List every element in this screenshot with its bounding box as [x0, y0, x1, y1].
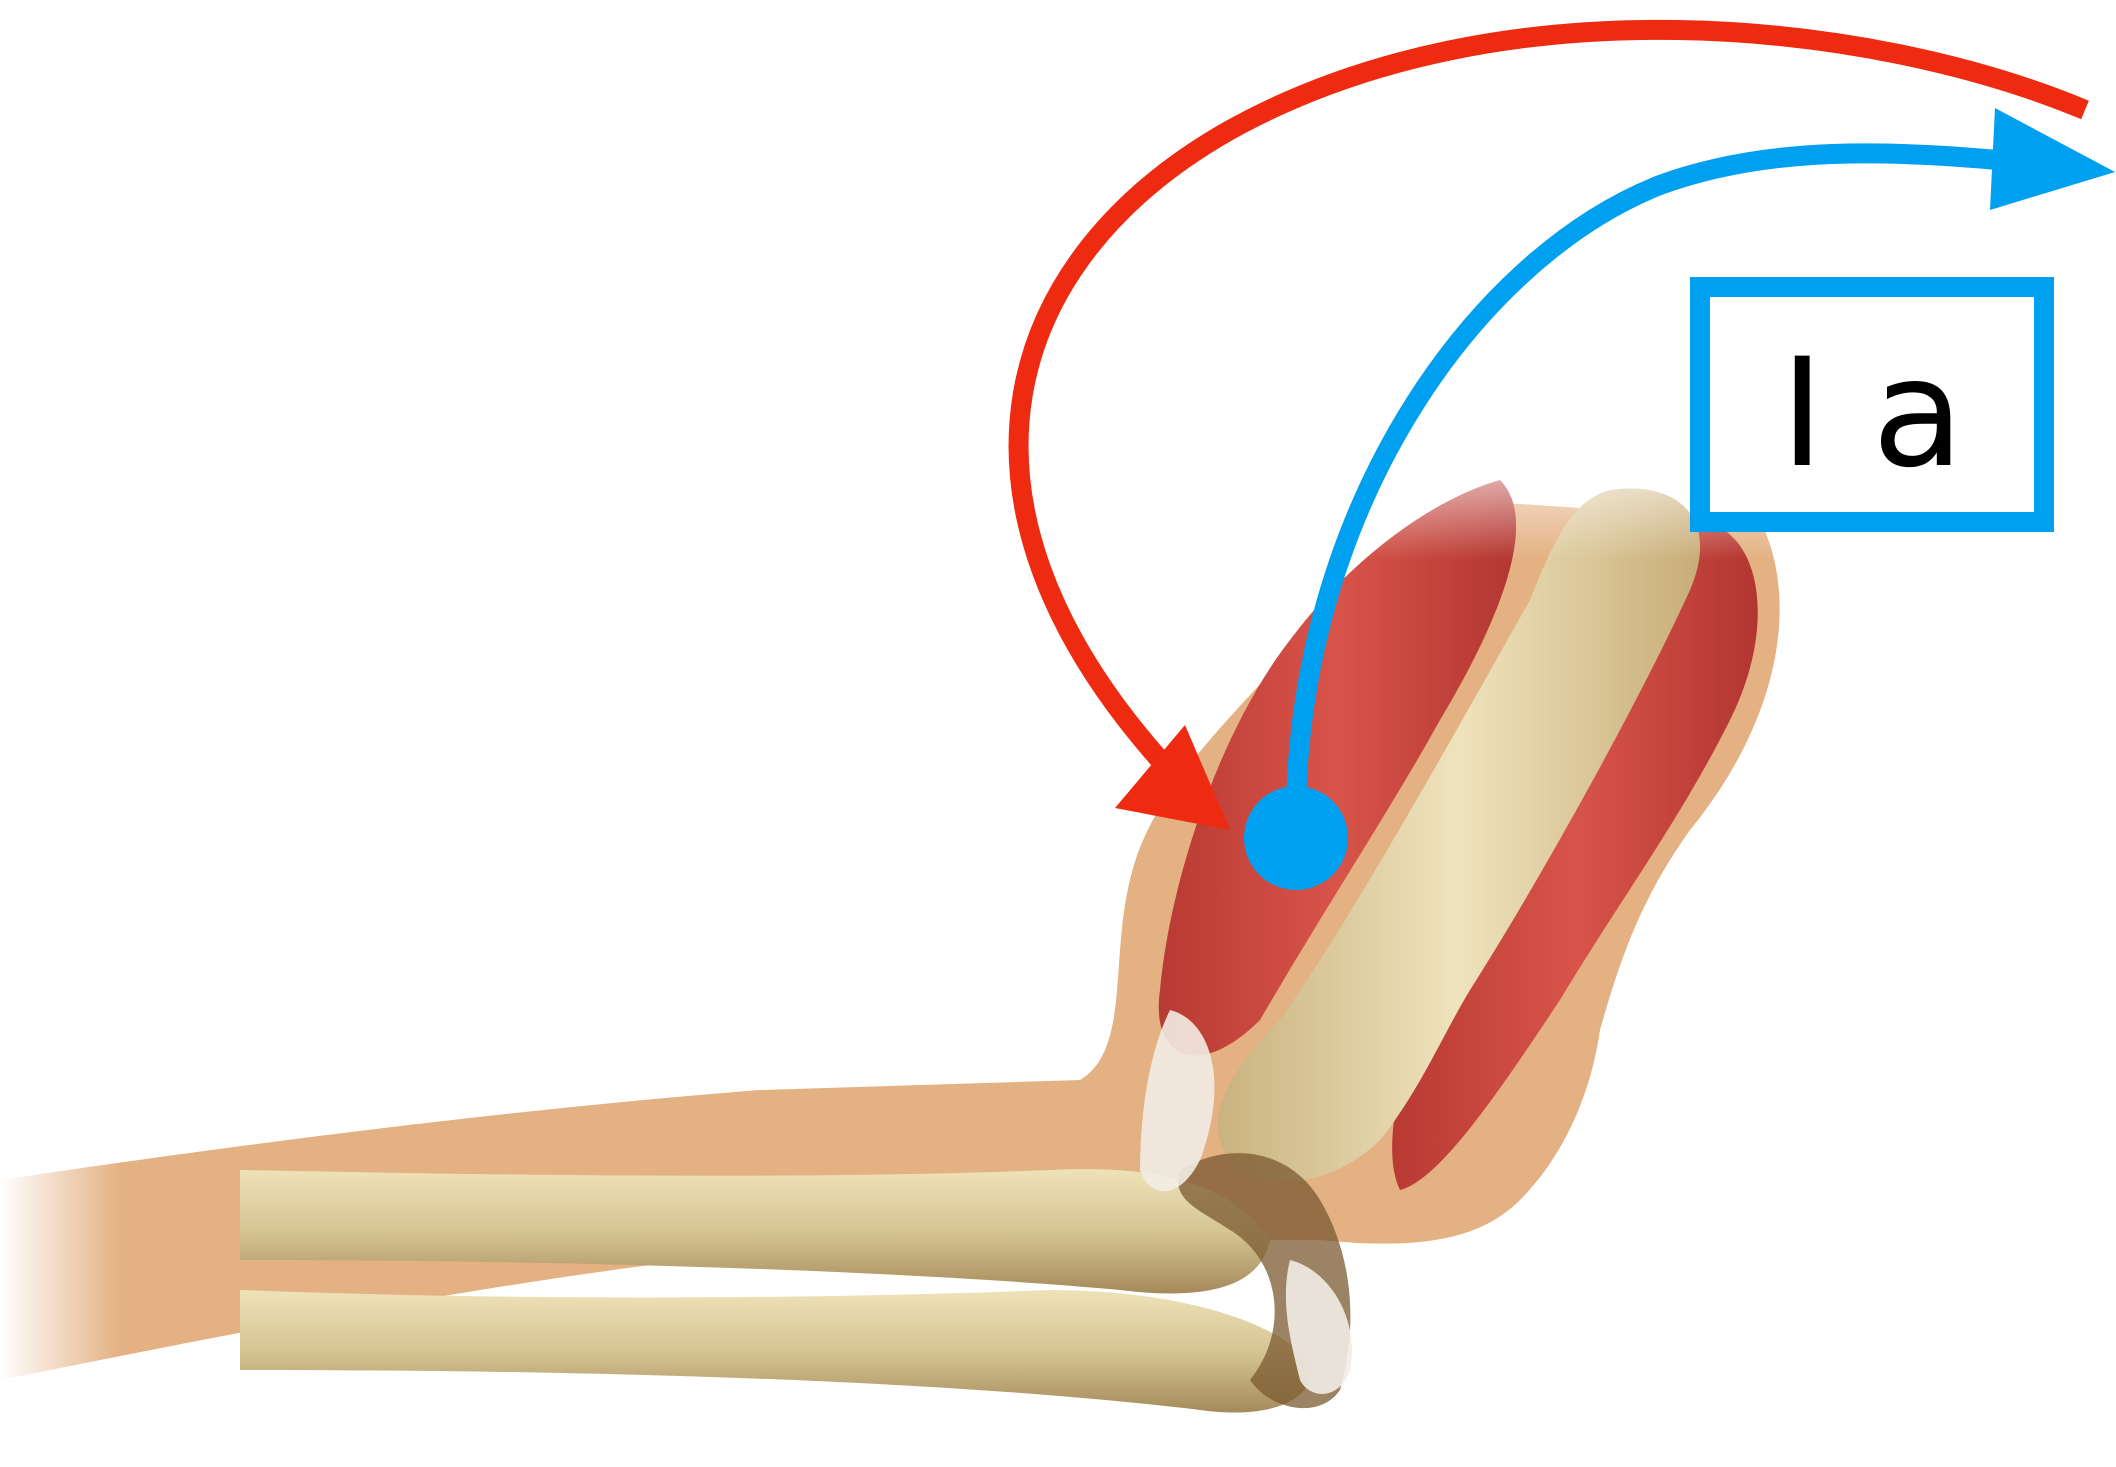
fiber-label-text: I a — [1780, 327, 1964, 501]
fiber-label-box: I a — [1700, 287, 2044, 522]
arm-illustration — [0, 420, 1900, 1467]
blue-arrow-head — [1990, 108, 2115, 210]
left-fade — [0, 1050, 600, 1467]
muscle-spindle-dot — [1244, 786, 1348, 890]
